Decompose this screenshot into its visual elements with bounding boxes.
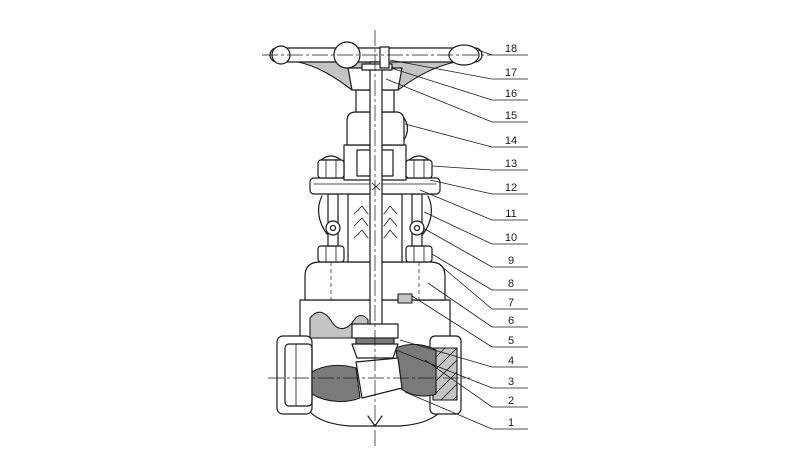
- callout-number-10: 10: [505, 232, 517, 244]
- leader-line-7: [439, 264, 528, 310]
- leader-line-16: [390, 67, 528, 101]
- callout-numbers: 18 17 16 15 14 13 12 11 10 9 8 7 6 5 4 3…: [505, 43, 517, 429]
- callout-number-8: 8: [508, 278, 514, 290]
- leader-line-13: [431, 165, 528, 171]
- leader-line-2: [424, 359, 528, 408]
- callout-number-16: 16: [505, 88, 517, 100]
- outlet-flow-passage: [395, 343, 437, 397]
- left-bonnet-nut: [317, 245, 345, 263]
- gland-nuts: [317, 155, 433, 179]
- callout-number-9: 9: [508, 255, 514, 267]
- callout-number-4: 4: [508, 355, 514, 367]
- callout-leaders: [385, 49, 528, 430]
- leader-line-12: [429, 179, 528, 195]
- callout-number-14: 14: [505, 135, 517, 147]
- leader-line-5: [411, 295, 528, 348]
- callout-number-6: 6: [508, 315, 514, 327]
- callout-number-5: 5: [508, 335, 514, 347]
- leader-line-9: [422, 227, 528, 268]
- handwheel-washer: [361, 63, 393, 71]
- right-gland-nut-faces: [413, 159, 425, 179]
- callout-number-17: 17: [505, 67, 517, 79]
- left-bonnet-nut-faces: [325, 245, 337, 263]
- leader-line-10: [423, 211, 528, 245]
- callout-number-13: 13: [505, 158, 517, 170]
- leader-line-4: [399, 339, 528, 368]
- gland-eyebolts: [317, 193, 433, 247]
- packing-rings: [353, 205, 398, 239]
- stem-thread-mark: [371, 182, 381, 191]
- left-eyebolt: [327, 193, 339, 247]
- bonnet-gasket: [397, 293, 413, 304]
- left-socket-end: [276, 335, 313, 415]
- callout-number-1: 1: [508, 417, 514, 429]
- leader-line-17: [389, 59, 528, 80]
- right-bonnet-nut-faces: [413, 245, 425, 263]
- right-gland-nut: [405, 159, 433, 179]
- left-gland-nut-faces: [325, 159, 337, 179]
- centerlines: [262, 30, 492, 448]
- left-eyebolt-eye: [325, 220, 341, 236]
- leader-line-14: [404, 123, 528, 148]
- right-eyebolt: [411, 193, 423, 247]
- right-bonnet-nut: [405, 245, 433, 263]
- callout-number-12: 12: [505, 182, 517, 194]
- callout-number-3: 3: [508, 376, 514, 388]
- leader-line-3: [395, 349, 528, 389]
- inlet-flow-passage: [311, 364, 361, 403]
- leader-line-1: [404, 391, 528, 430]
- callout-number-18: 18: [505, 43, 517, 55]
- leader-line-6: [427, 282, 528, 328]
- callout-number-15: 15: [505, 110, 517, 122]
- yoke-bushing-boss: [403, 117, 409, 141]
- leader-line-15: [385, 78, 528, 123]
- callout-number-2: 2: [508, 395, 514, 407]
- stem-nut: [379, 46, 390, 69]
- left-eyebolt-lug: [317, 195, 328, 235]
- leader-line-11: [419, 189, 528, 221]
- callout-number-11: 11: [505, 208, 516, 220]
- valve-body: [276, 299, 462, 428]
- valve-stem: [369, 61, 383, 327]
- right-eyebolt-pin: [413, 224, 421, 232]
- left-gland-nut: [317, 159, 345, 179]
- left-eyebolt-pin: [329, 224, 337, 232]
- callout-number-7: 7: [508, 297, 514, 309]
- leader-line-8: [431, 253, 528, 291]
- right-eyebolt-eye: [409, 220, 425, 236]
- leader-line-18: [477, 49, 528, 56]
- right-socket-hatching: [432, 347, 458, 401]
